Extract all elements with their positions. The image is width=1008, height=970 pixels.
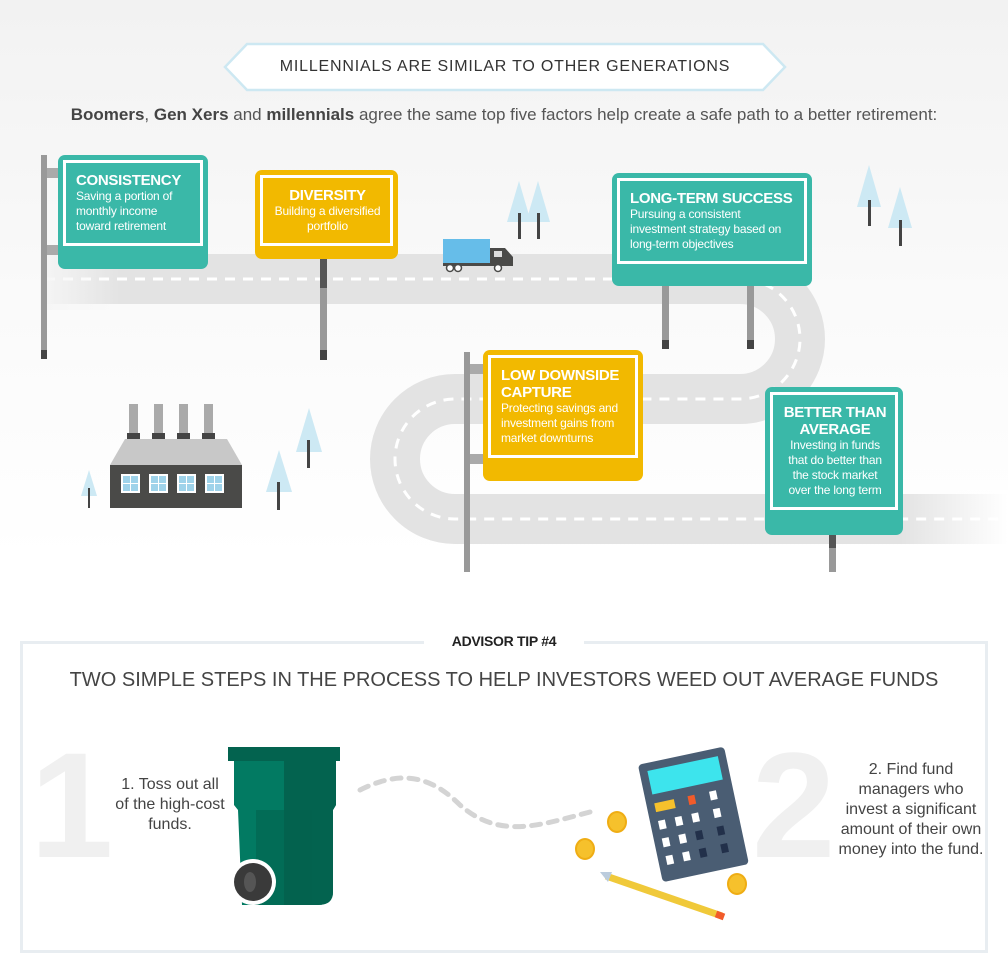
subtitle-genx: Gen Xers <box>153 105 229 124</box>
section-banner-title: MILLENNIALS ARE SIMILAR TO OTHER GENERAT… <box>279 58 731 75</box>
trash-can-icon <box>228 747 340 905</box>
subtitle-sep: , <box>144 105 154 124</box>
advisor-tip-label: ADVISOR TIP #4 <box>424 633 584 650</box>
sign-title: BETTER THAN AVERAGE <box>783 404 887 438</box>
dashed-path <box>357 775 593 830</box>
sign-title: DIVERSITY <box>289 187 366 204</box>
sign-description: Investing in funds that do better than t… <box>788 438 882 497</box>
tree-icons <box>81 165 912 510</box>
calculator-icon <box>638 747 749 882</box>
sign-title: LONG-TERM SUCCESS <box>630 190 793 207</box>
pencil-icon <box>600 872 726 921</box>
step-number-2: 2 <box>752 721 836 889</box>
truck-icon <box>443 239 513 273</box>
tip-illustration <box>228 747 749 921</box>
step-1-text: 1. Toss out all of the high-cost funds. <box>115 776 225 833</box>
advisor-tip-heading: TWO SIMPLE STEPS IN THE PROCESS TO HELP … <box>69 669 939 691</box>
factory-icon <box>110 404 242 508</box>
subtitle-millennials: millennials <box>266 105 355 124</box>
subtitle-sep: and <box>228 105 267 124</box>
banner-frame <box>223 42 787 92</box>
step-2-text: 2. Find fund managers who invest a signi… <box>838 761 984 858</box>
subtitle: Boomers, Gen Xers and millennials agree … <box>10 104 998 125</box>
sign-poles <box>41 155 836 572</box>
sign-title: LOW DOWNSIDE CAPTURE <box>501 367 620 401</box>
sign-description: Pursuing a consistent investment strateg… <box>630 207 782 251</box>
coin-icons <box>575 811 747 895</box>
sign-description: Protecting savings and investment gains … <box>501 401 619 445</box>
sign-description: Saving a portion of monthly income towar… <box>76 189 173 233</box>
sign-title: CONSISTENCY <box>76 172 182 189</box>
step-number-1: 1 <box>30 721 114 889</box>
subtitle-boomers: Boomers <box>70 105 145 124</box>
sign-description: Building a diversified portfolio <box>274 204 381 233</box>
subtitle-rest: agree the same top five factors help cre… <box>354 105 938 124</box>
